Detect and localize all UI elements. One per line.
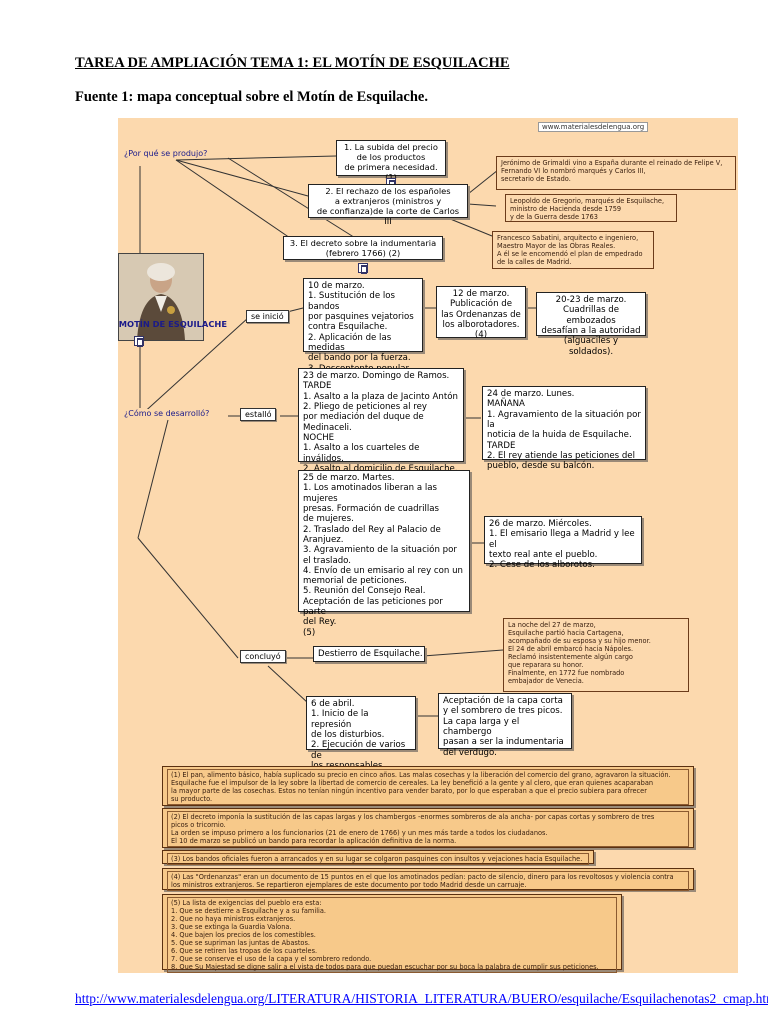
footnote-1: (1) El pan, alimento básico, había supli… xyxy=(162,766,694,806)
resource-icon[interactable] xyxy=(358,263,368,274)
event-march-25: 25 de marzo. Martes. 1. Los amotinados l… xyxy=(298,470,470,638)
source-link[interactable]: http://www.materialesdelengua.org/LITERA… xyxy=(75,991,768,1006)
linker-ended: concluyó xyxy=(240,650,286,663)
page-subtitle: Fuente 1: mapa conceptual sobre el Motín… xyxy=(75,89,428,105)
portrait-image xyxy=(119,254,203,340)
event-march-20-23: 20-23 de marzo. Cuadrillas de embozados … xyxy=(536,292,646,357)
event-march-12: 12 de marzo. Publicación de las Ordenanz… xyxy=(436,286,526,340)
event-march-26: 26 de marzo. Miércoles. 1. El emisario l… xyxy=(484,516,642,570)
event-march-10: 10 de marzo. 1. Sustitución de los bando… xyxy=(303,278,423,384)
footnote-5: (5) La lista de exigencias del pueblo er… xyxy=(162,894,622,973)
note-gregorio: Leopoldo de Gregorio, marqués de Esquila… xyxy=(505,194,677,222)
linker-broke-out: estalló xyxy=(240,408,277,421)
note-sabatini: Francesco Sabatini, arquitecto e ingenie… xyxy=(492,231,654,269)
note-exile-detail: La noche del 27 de marzo, Esquilache par… xyxy=(503,618,689,692)
event-march-23: 23 de marzo. Domingo de Ramos. TARDE 1. … xyxy=(298,368,464,494)
event-april-6: 6 de abril. 1. Inicio de la represión de… xyxy=(306,696,416,771)
site-url-label: www.materialesdelengua.org xyxy=(538,122,649,132)
event-exile: Destierro de Esquilache. xyxy=(313,646,425,662)
note-grimaldi: Jerónimo de Grimaldi vino a España duran… xyxy=(496,156,736,190)
resource-icon[interactable] xyxy=(134,336,144,347)
event-cape-acceptance: Aceptación de la capa corta y el sombrer… xyxy=(438,693,572,758)
cause-price-rise: 1. La subida del precio de los productos… xyxy=(336,140,446,182)
footnote-2: (2) El decreto imponía la sustitución de… xyxy=(162,808,694,848)
event-march-24: 24 de marzo. Lunes. MAÑANA 1. Agravamien… xyxy=(482,386,646,471)
central-concept: EL MOTÍN DE ESQUILACHE xyxy=(118,319,228,329)
question-how: ¿Cómo se desarrolló? xyxy=(122,409,212,418)
cause-dress-decree: 3. El decreto sobre la indumentaria (feb… xyxy=(283,236,443,260)
page-title: TAREA DE AMPLIACIÓN TEMA 1: EL MOTÍN DE … xyxy=(75,55,510,71)
footnote-4: (4) Las "Ordenanzas" eran un documento d… xyxy=(162,868,694,892)
footnote-3: (3) Los bandos oficiales fueron a arranc… xyxy=(162,850,594,866)
question-why: ¿Por qué se produjo? xyxy=(122,149,210,158)
concept-map: www.materialesdelengua.org ¿Por qué se p… xyxy=(118,118,738,973)
esquilache-portrait xyxy=(118,253,204,341)
cause-rejection-foreigners: 2. El rechazo de los españoles a extranj… xyxy=(308,184,468,226)
linker-started: se inició xyxy=(246,310,289,323)
